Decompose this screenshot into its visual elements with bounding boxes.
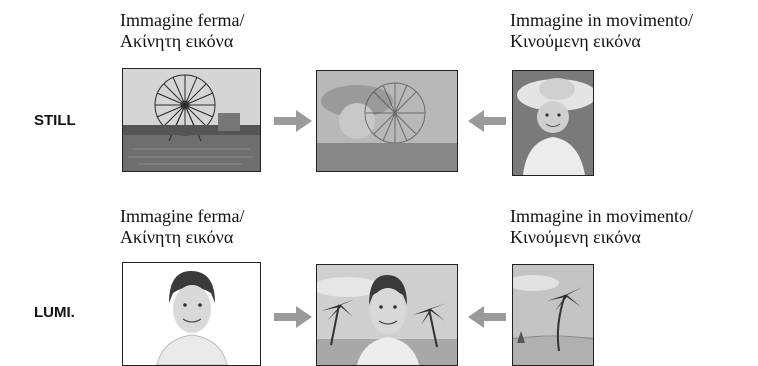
right-arrow-icon	[274, 110, 312, 132]
left-arrow-icon	[468, 306, 506, 328]
ferris-wheel-photo	[122, 68, 261, 172]
moving-image-caption: Immagine in movimento/ Κινούμενη εικόνα	[510, 10, 693, 52]
girl-with-hat-photo	[512, 70, 594, 176]
caption-line-greek: Ακίνητη εικόνα	[120, 31, 234, 51]
left-arrow-icon	[468, 110, 506, 132]
right-arrow-icon	[274, 306, 312, 328]
caption-line-greek: Κινούμενη εικόνα	[510, 31, 641, 51]
caption-line-greek: Κινούμενη εικόνα	[510, 227, 641, 247]
still-image-caption: Immagine ferma/ Ακίνητη εικόνα	[120, 10, 244, 52]
caption-line-italian: Immagine ferma/	[120, 10, 245, 30]
caption-line-italian: Immagine ferma/	[120, 206, 245, 226]
woman-portrait-photo	[122, 262, 261, 366]
superimposed-photo	[316, 70, 458, 172]
mode-label-lumi: LUMI.	[34, 304, 75, 321]
caption-line-italian: Immagine in movimento/	[510, 206, 693, 226]
moving-image-caption: Immagine in movimento/ Κινούμενη εικόνα	[510, 206, 693, 248]
luminance-key-photo	[316, 264, 458, 366]
mode-label-still: STILL	[34, 112, 76, 129]
still-image-caption: Immagine ferma/ Ακίνητη εικόνα	[120, 206, 244, 248]
caption-line-greek: Ακίνητη εικόνα	[120, 227, 234, 247]
beach-palm-photo	[512, 264, 594, 366]
caption-line-italian: Immagine in movimento/	[510, 10, 693, 30]
